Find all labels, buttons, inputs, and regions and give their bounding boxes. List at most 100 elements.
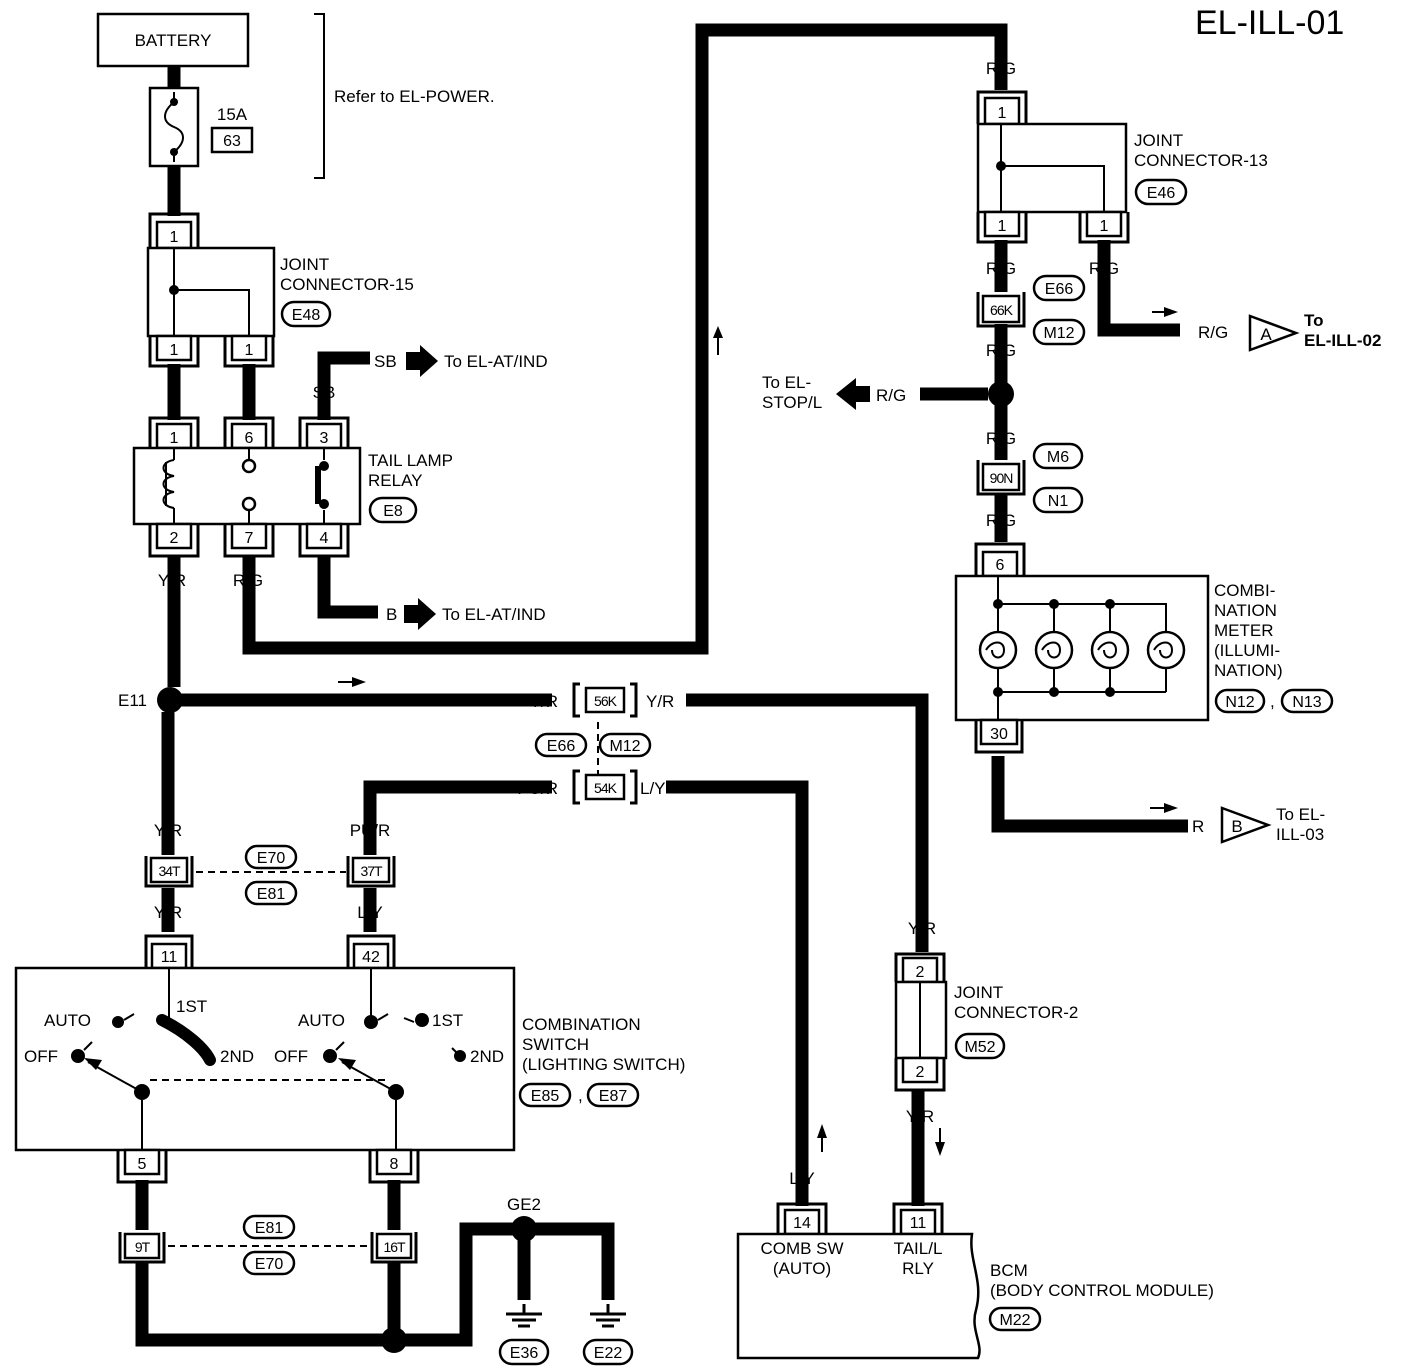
splice-rg (988, 381, 1014, 407)
bcm-pin-label: RLY (902, 1259, 934, 1278)
splice-label: E11 (118, 691, 147, 710)
connector-code: N1 (1048, 493, 1069, 510)
pin-number: 6 (245, 430, 254, 447)
switch-position: 2ND (220, 1047, 254, 1066)
wire-color-label: R (168, 183, 180, 202)
wire-color-label: R (1192, 817, 1204, 836)
pin-number: 11 (161, 949, 178, 966)
connector-90n: 90N (976, 460, 1026, 496)
arrow-right-icon (404, 598, 436, 630)
svg-text:,: , (1270, 692, 1275, 711)
arrow-right-icon (352, 677, 366, 687)
connector-number: 34T (158, 863, 181, 879)
arrow-up-icon (713, 326, 723, 338)
connector-number: 90N (990, 470, 1013, 486)
bcm: 14 11 COMB SW (AUTO) TAIL/L RLY BCM (BOD… (736, 1202, 1214, 1360)
wire-color-label: R/G (233, 571, 263, 590)
wire-color-label: R/G (1089, 259, 1119, 278)
wire-color-label: B (388, 1199, 399, 1218)
bulb-icon (1034, 630, 1074, 670)
component-name: METER (1214, 621, 1274, 640)
component-name: JOINT (954, 983, 1003, 1002)
svg-text:,: , (578, 1086, 583, 1105)
pin-number: 1 (170, 229, 179, 246)
arrow-right-icon (1164, 307, 1178, 317)
pin-number: 7 (245, 530, 254, 547)
wire-color-label: PU/R (517, 779, 558, 798)
wires (135, 23, 1188, 1347)
reference-ill03: To EL- (1276, 805, 1325, 824)
switch-position: AUTO (44, 1011, 91, 1030)
pin-number: 14 (793, 1215, 811, 1232)
wire-color-label: Y/R (646, 692, 674, 711)
component-name: (BODY CONTROL MODULE) (990, 1281, 1214, 1300)
ground-code: E36 (510, 1345, 539, 1362)
page-title: EL-ILL-01 (1195, 4, 1344, 42)
component-name: RELAY (368, 471, 423, 490)
switch-position: 1ST (176, 997, 207, 1016)
wire-color-label: Y/R (154, 821, 182, 840)
pin-number: 30 (990, 726, 1008, 743)
connector-number: 56K (594, 693, 618, 709)
splice-e11 (157, 687, 183, 713)
connector-37t: 37T (346, 856, 396, 888)
connector-code: N12 (1225, 694, 1254, 711)
switch-position: OFF (24, 1047, 58, 1066)
connector-code: E70 (255, 1256, 284, 1273)
connector-34t: 34T (144, 856, 194, 888)
connector-code: M6 (1047, 449, 1069, 466)
reference-ill02: To (1304, 311, 1324, 330)
component-name: NATION (1214, 601, 1277, 620)
wire-color-label: Y/R (906, 1107, 934, 1126)
component-name: CONNECTOR-2 (954, 1003, 1078, 1022)
ground-symbol-icon: E22 (582, 1304, 634, 1366)
wire-color-label: R/G (876, 386, 906, 405)
reference-tag-b (1220, 806, 1272, 844)
wire-color-label: B (136, 1199, 147, 1218)
connector-code: E46 (1147, 185, 1176, 202)
pin-number: 42 (362, 949, 380, 966)
splice-label: GE2 (507, 1195, 541, 1214)
reference-tag: A (1260, 325, 1272, 344)
connector-9t: 9T (118, 1232, 166, 1264)
pin-number: 4 (320, 530, 329, 547)
connector-code: E81 (257, 886, 286, 903)
component-name: SWITCH (522, 1035, 589, 1054)
pin-number: 1 (170, 342, 179, 359)
reference-b: To EL-AT/IND (442, 605, 546, 624)
connector-code: N13 (1292, 694, 1321, 711)
connector-code: E85 (531, 1088, 560, 1105)
pin-number: 3 (320, 430, 329, 447)
fuse-number: 63 (223, 133, 241, 150)
connector-code: M52 (964, 1039, 995, 1056)
connector-16t: 16T (370, 1232, 418, 1264)
wire-color-label: R (243, 383, 255, 402)
joint-connector-13: 1 1 1 JOINT CONNECTOR-13 E46 (976, 90, 1268, 244)
battery-label: BATTERY (135, 31, 212, 50)
arrow-up-icon (817, 1124, 827, 1138)
connector-56k: 56K (572, 682, 638, 718)
wire-color-label: Y/R (908, 919, 936, 938)
bcm-pin-label: TAIL/L (894, 1239, 943, 1258)
combination-switch: 11 42 AUTO OFF 1ST 2ND (14, 934, 685, 1184)
pin-number: 1 (998, 218, 1007, 235)
refer-bracket: Refer to EL-POWER. (314, 13, 495, 179)
wire-color-label: B (386, 605, 397, 624)
connector-code: E48 (292, 307, 321, 324)
connector-number: 9T (135, 1239, 151, 1255)
fuse-63: 15A 63 (148, 86, 254, 168)
component-name: JOINT (1134, 131, 1183, 150)
wire-color-label: R/G (986, 341, 1016, 360)
connector-code: E66 (547, 738, 576, 755)
reference-stop: STOP/L (762, 393, 822, 412)
wire-color-label: R/G (986, 429, 1016, 448)
component-name: COMBINATION (522, 1015, 641, 1034)
refer-note: Refer to EL-POWER. (334, 87, 495, 106)
component-name: COMBI- (1214, 581, 1275, 600)
pin-number: 5 (138, 1156, 147, 1173)
connector-number: 37T (360, 863, 383, 879)
bcm-pin-label: (AUTO) (773, 1259, 831, 1278)
pin-number: 1 (998, 105, 1007, 122)
